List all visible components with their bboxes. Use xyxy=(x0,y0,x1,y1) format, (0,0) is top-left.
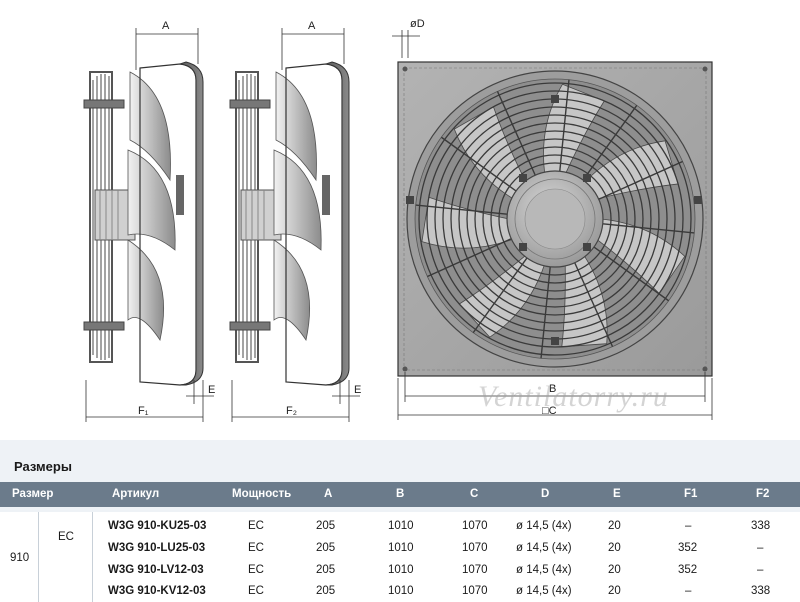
dim-a-label-2: A xyxy=(308,20,316,32)
col-header-power: Мощность xyxy=(232,488,292,500)
c-cell: 1070 xyxy=(462,585,488,597)
article-cell: W3G 910-KV12-03 xyxy=(108,585,206,597)
f2-cell: 338 xyxy=(751,585,771,597)
f1-cell: 352 xyxy=(678,564,698,576)
guard-ring xyxy=(482,146,628,292)
guard-spoke xyxy=(593,246,670,302)
article-cell: W3G 910-LV12-03 xyxy=(108,564,204,576)
b-cell: 1010 xyxy=(388,564,414,576)
guard-ring xyxy=(498,162,612,276)
col-header-b: B xyxy=(396,488,405,500)
f2-cell: – xyxy=(757,542,764,554)
dim-e-label-2: E xyxy=(354,384,361,396)
article-cell: W3G 910-KU25-03 xyxy=(108,520,207,532)
d-cell: ø 14,5 (4x) xyxy=(516,585,572,597)
dim-f2-label: F₂ xyxy=(286,405,297,417)
e-cell: 20 xyxy=(608,520,621,532)
guard-ring xyxy=(418,82,692,356)
front-view xyxy=(397,61,713,377)
col-header-f1: F1 xyxy=(684,488,698,500)
col-header-d: D xyxy=(541,488,550,500)
side-view-1 xyxy=(83,61,204,386)
col-header-a: A xyxy=(324,488,333,500)
guard-spoke xyxy=(598,160,683,200)
watermark: Ventilatorry.ru xyxy=(478,380,669,413)
f1-cell: – xyxy=(685,585,692,597)
guard-ring xyxy=(466,130,644,308)
power-cell: EC xyxy=(248,564,264,576)
power-cell: EC xyxy=(248,520,264,532)
technical-drawing: A A øD E E F₁ F₂ B xyxy=(83,18,713,422)
e-cell: 20 xyxy=(608,585,621,597)
f2-cell: 338 xyxy=(751,520,771,532)
guard-spoke xyxy=(540,266,551,359)
dim-a-label-1: A xyxy=(162,20,170,32)
b-cell: 1010 xyxy=(388,542,414,554)
d-cell: ø 14,5 (4x) xyxy=(516,520,572,532)
col-header-size: Размер xyxy=(12,488,54,500)
guard-spoke xyxy=(574,262,614,347)
guard-spoke xyxy=(559,79,570,172)
group-type-cell: EC xyxy=(58,531,74,543)
c-cell: 1070 xyxy=(462,564,488,576)
guard-spoke xyxy=(582,104,638,181)
table-body xyxy=(0,512,800,602)
dim-b-label: B xyxy=(549,383,556,395)
guard-ring xyxy=(442,106,668,332)
d-cell: ø 14,5 (4x) xyxy=(516,564,572,576)
table-header: Размер Артикул Мощность A B C D E F1 F2 xyxy=(0,482,800,507)
a-cell: 205 xyxy=(316,520,336,532)
dim-d-label: øD xyxy=(410,18,425,30)
col-header-article: Артикул xyxy=(112,488,160,500)
e-cell: 20 xyxy=(608,564,621,576)
power-cell: EC xyxy=(248,585,264,597)
guard-spoke xyxy=(440,136,517,192)
f1-cell: 352 xyxy=(678,542,698,554)
c-cell: 1070 xyxy=(462,542,488,554)
b-cell: 1010 xyxy=(388,585,414,597)
dimension-lines: A A øD E E F₁ F₂ B xyxy=(85,18,713,422)
guard-spoke xyxy=(427,238,512,278)
col-header-f2: F2 xyxy=(756,488,770,500)
power-cell: EC xyxy=(248,542,264,554)
column-divider xyxy=(92,512,93,602)
group-size-cell: 910 xyxy=(10,552,30,564)
dim-f1-label: F₁ xyxy=(138,405,149,417)
b-cell: 1010 xyxy=(388,520,414,532)
guard-ring xyxy=(450,114,660,324)
f1-cell: – xyxy=(685,520,692,532)
guard-ring xyxy=(426,90,684,348)
col-header-c: C xyxy=(470,488,479,500)
c-cell: 1070 xyxy=(462,520,488,532)
e-cell: 20 xyxy=(608,542,621,554)
a-cell: 205 xyxy=(316,585,336,597)
d-cell: ø 14,5 (4x) xyxy=(516,542,572,554)
a-cell: 205 xyxy=(316,542,336,554)
guard-ring xyxy=(490,154,620,284)
guard-spoke xyxy=(602,223,695,234)
f2-cell: – xyxy=(757,564,764,576)
guard-spoke xyxy=(496,91,536,176)
a-cell: 205 xyxy=(316,564,336,576)
guard-spoke xyxy=(415,204,508,215)
side-view-2 xyxy=(229,61,350,386)
guard-spoke xyxy=(472,257,528,334)
column-divider xyxy=(38,512,39,602)
guard-ring xyxy=(474,138,636,300)
article-cell: W3G 910-LU25-03 xyxy=(108,542,206,554)
col-header-e: E xyxy=(613,488,621,500)
dim-e-label-1: E xyxy=(208,384,215,396)
guard-ring xyxy=(458,122,652,316)
dim-c-label: □C xyxy=(542,405,557,417)
section-title: Размеры xyxy=(14,459,72,474)
